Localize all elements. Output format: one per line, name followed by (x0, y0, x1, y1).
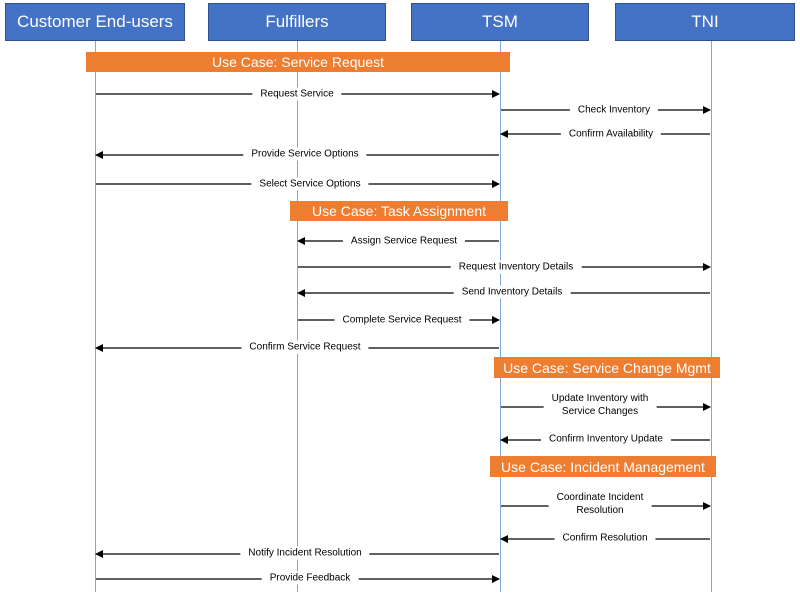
actor-customer-end-users: Customer End-users (5, 3, 185, 41)
label-complete-service-request: Complete Service Request (334, 313, 470, 327)
label-send-inventory-details: Send Inventory Details (453, 285, 571, 299)
lifeline-customer (95, 40, 96, 592)
label-confirm-resolution: Confirm Resolution (554, 531, 656, 545)
label-select-service-options: Select Service Options (251, 177, 369, 191)
label-provide-service-options: Provide Service Options (243, 147, 367, 161)
label-request-inventory-details: Request Inventory Details (450, 260, 582, 274)
label-update-inventory-line1: Update Inventory with (551, 393, 649, 404)
lifeline-tni (711, 40, 712, 592)
lifeline-tsm (500, 40, 501, 592)
label-confirm-availability: Confirm Availability (560, 127, 662, 141)
label-update-inventory: Update Inventory with Service Changes (543, 392, 657, 418)
usecase-service-request: Use Case: Service Request (86, 52, 510, 72)
label-check-inventory: Check Inventory (569, 103, 659, 117)
label-confirm-inventory-update: Confirm Inventory Update (541, 432, 671, 446)
label-coordinate-incident-line2: Resolution (576, 505, 624, 516)
label-confirm-service-request: Confirm Service Request (241, 340, 369, 354)
label-provide-feedback: Provide Feedback (261, 571, 359, 585)
label-update-inventory-line2: Service Changes (561, 406, 639, 417)
label-notify-incident-resolution: Notify Incident Resolution (240, 546, 370, 560)
lifeline-fulfillers (297, 40, 298, 592)
label-coordinate-incident-line1: Coordinate Incident (556, 492, 644, 503)
usecase-incident-management: Use Case: Incident Management (490, 456, 716, 477)
actor-fulfillers: Fulfillers (208, 3, 386, 41)
label-request-service: Request Service (252, 87, 342, 101)
actor-tsm: TSM (411, 3, 589, 41)
label-assign-service-request: Assign Service Request (342, 234, 466, 248)
label-coordinate-incident: Coordinate Incident Resolution (548, 491, 652, 517)
usecase-task-assignment: Use Case: Task Assignment (290, 201, 508, 221)
usecase-service-change-mgmt: Use Case: Service Change Mgmt (494, 357, 720, 378)
actor-tni: TNI (615, 3, 795, 41)
